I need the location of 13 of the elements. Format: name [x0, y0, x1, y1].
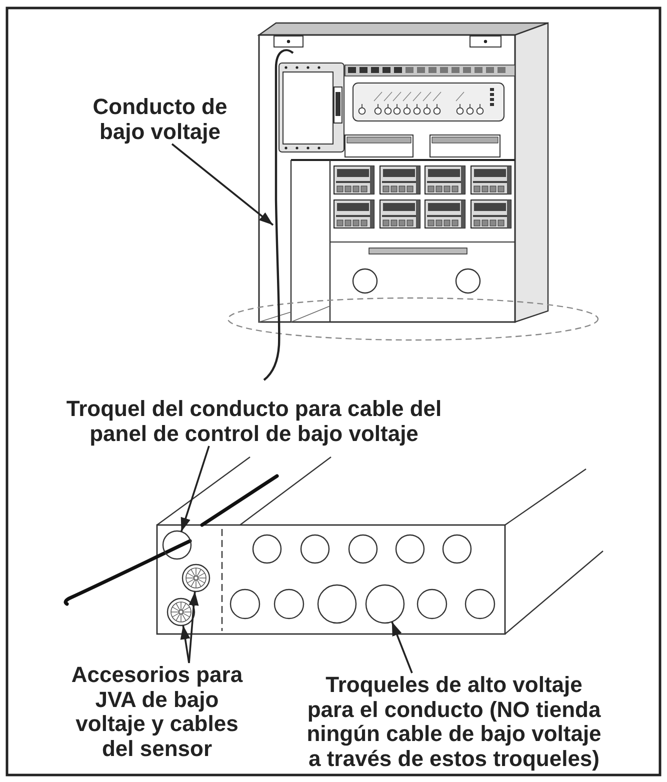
leader-arrow [180, 446, 210, 532]
leader-arrow [171, 143, 274, 226]
cable-fitting-icon [182, 564, 210, 592]
cable-fitting-icon [166, 598, 196, 626]
callout-label: Troquel del conducto para cable del panel de control de bajo voltaje [65, 397, 443, 446]
leader-arrow [391, 621, 413, 674]
leader-arrow [180, 625, 190, 664]
leader-arrow [188, 591, 199, 664]
callout-label: Conducto de bajo voltaje [92, 95, 228, 144]
knockout-hole [365, 584, 405, 624]
knockout-hole [162, 530, 192, 560]
callout-label: Troqueles de alto voltaje para el conducto (NO tienda ningún cable de bajo voltaje a través de estos troqueles) [306, 673, 602, 771]
callout-label: Accesorios para JVA de bajo voltaje y cables del sensor [70, 663, 244, 761]
